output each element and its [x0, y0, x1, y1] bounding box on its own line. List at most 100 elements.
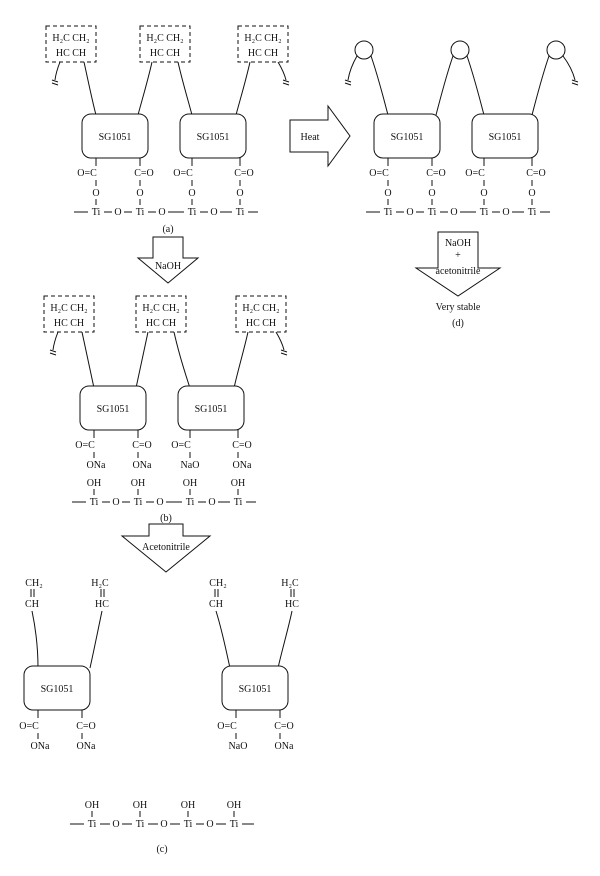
chain-line [135, 331, 149, 389]
vinyl-box-bottom: HC CH [56, 48, 86, 59]
panel-d: SG1051 SG1051 O=C C=O O=C C=O O O O O Ti… [344, 40, 579, 329]
svg-text:Ti: Ti [428, 207, 437, 218]
svg-text:O=C: O=C [75, 440, 95, 451]
svg-text:Ti: Ti [188, 207, 197, 218]
svg-text:Ti: Ti [88, 819, 97, 830]
sg1051-core [179, 113, 247, 159]
svg-text:Ti: Ti [136, 819, 145, 830]
chain-line [173, 331, 191, 389]
chain-line [81, 331, 95, 389]
chain-line [177, 61, 193, 116]
svg-text:Ti: Ti [186, 497, 195, 508]
core-label: SG1051 [99, 132, 132, 143]
chain-line [233, 331, 249, 389]
panel-label-c: (c) [156, 844, 167, 855]
crosslink-node [546, 40, 566, 60]
panel-label-a: (a) [162, 224, 173, 235]
ester-o: O [92, 188, 99, 199]
svg-text:O: O [208, 497, 215, 508]
svg-text:OH: OH [227, 800, 241, 811]
dangling-bond [275, 331, 285, 351]
svg-text:HC CH: HC CH [246, 318, 276, 329]
svg-text:Ti: Ti [136, 207, 145, 218]
ester-label: C=O [134, 168, 154, 179]
ester-o: O [428, 188, 435, 199]
vinyl-box-bottom: HC CH [150, 48, 180, 59]
panel-a: H₂C CH₂ HC CH H₂C CH₂ HC CH H₂C CH₂ HC C… [45, 25, 290, 235]
chain-line [215, 610, 231, 669]
ester-label: C=O [526, 168, 546, 179]
crosslink-node [354, 40, 374, 60]
dangling-bond [562, 55, 576, 81]
chain-line [83, 61, 97, 116]
svg-text:Ti: Ti [236, 207, 245, 218]
vinyl-bottom: CH [209, 599, 223, 610]
sg1051-core [221, 665, 289, 711]
vinyl-box-bottom: HC CH [248, 48, 278, 59]
d-arrow-line3: acetonitrile [436, 266, 482, 277]
sodium-salt: ONa [87, 460, 106, 471]
ester-o: O [188, 188, 195, 199]
svg-text:Ti: Ti [384, 207, 393, 218]
ti-o-backbone: Ti O Ti O Ti O Ti [70, 819, 254, 830]
svg-text:OH: OH [87, 478, 101, 489]
sodium-salt: ONa [133, 460, 152, 471]
chain-line [31, 610, 39, 669]
svg-text:O=C: O=C [217, 721, 237, 732]
svg-text:SG1051: SG1051 [195, 404, 228, 415]
svg-text:C=O: C=O [132, 440, 152, 451]
vinyl-bottom: HC [95, 599, 109, 610]
svg-text:NaO: NaO [229, 741, 248, 752]
svg-text:C=O: C=O [274, 721, 294, 732]
svg-text:O: O [206, 819, 213, 830]
vinyl-top: H₂C [281, 578, 299, 589]
vinyl-box [139, 25, 191, 63]
svg-text:OH: OH [133, 800, 147, 811]
vinyl-box [235, 295, 287, 333]
dangling-bond [347, 55, 358, 81]
chain-line [137, 61, 153, 116]
vinyl-bottom: HC [285, 599, 299, 610]
svg-text:Ti: Ti [184, 819, 193, 830]
sg1051-core [471, 113, 539, 159]
svg-text:Ti: Ti [528, 207, 537, 218]
svg-text:O: O [114, 207, 121, 218]
svg-text:OH: OH [231, 478, 245, 489]
ester-label: O=C [465, 168, 485, 179]
acetonitrile-arrow: Acetonitrile [120, 523, 212, 573]
svg-text:O: O [158, 207, 165, 218]
ester-label: O=C [77, 168, 97, 179]
svg-text:O: O [406, 207, 413, 218]
very-stable-note: Very stable [436, 302, 481, 313]
svg-text:SG1051: SG1051 [239, 684, 272, 695]
ti-o-backbone: Ti O Ti O Ti O Ti [366, 207, 550, 218]
naoh-arrow: NaOH [136, 236, 200, 284]
vinyl-box [45, 25, 97, 63]
crosslink-node [450, 40, 470, 60]
svg-text:O: O [112, 819, 119, 830]
svg-text:H₂C CH₂: H₂C CH₂ [50, 303, 87, 314]
naoh-acetonitrile-arrow: NaOH + acetonitrile [414, 231, 502, 297]
panel-c: CH₂ CH H₂C HC SG1051 O=C C=O ONa ONa CH₂… [19, 578, 299, 855]
chain-line [89, 610, 103, 669]
core-label: SG1051 [489, 132, 522, 143]
sodium-salt: ONa [233, 460, 252, 471]
svg-text:H₂C CH₂: H₂C CH₂ [142, 303, 179, 314]
core-label: SG1051 [197, 132, 230, 143]
vinyl-box [135, 295, 187, 333]
chain-line [370, 55, 389, 116]
ester-o: O [136, 188, 143, 199]
naoh-label: NaOH [155, 261, 181, 272]
sg1051-core [177, 385, 245, 431]
panel-label-d: (d) [452, 318, 464, 329]
ester-o: O [384, 188, 391, 199]
svg-text:O: O [160, 819, 167, 830]
heat-arrow: Heat [289, 104, 351, 168]
core-label: SG1051 [391, 132, 424, 143]
wavy-end-icon [282, 79, 290, 86]
ester-label: O=C [173, 168, 193, 179]
chain-line [277, 610, 293, 669]
wavy-end-icon [344, 79, 352, 86]
svg-text:Ti: Ti [480, 207, 489, 218]
